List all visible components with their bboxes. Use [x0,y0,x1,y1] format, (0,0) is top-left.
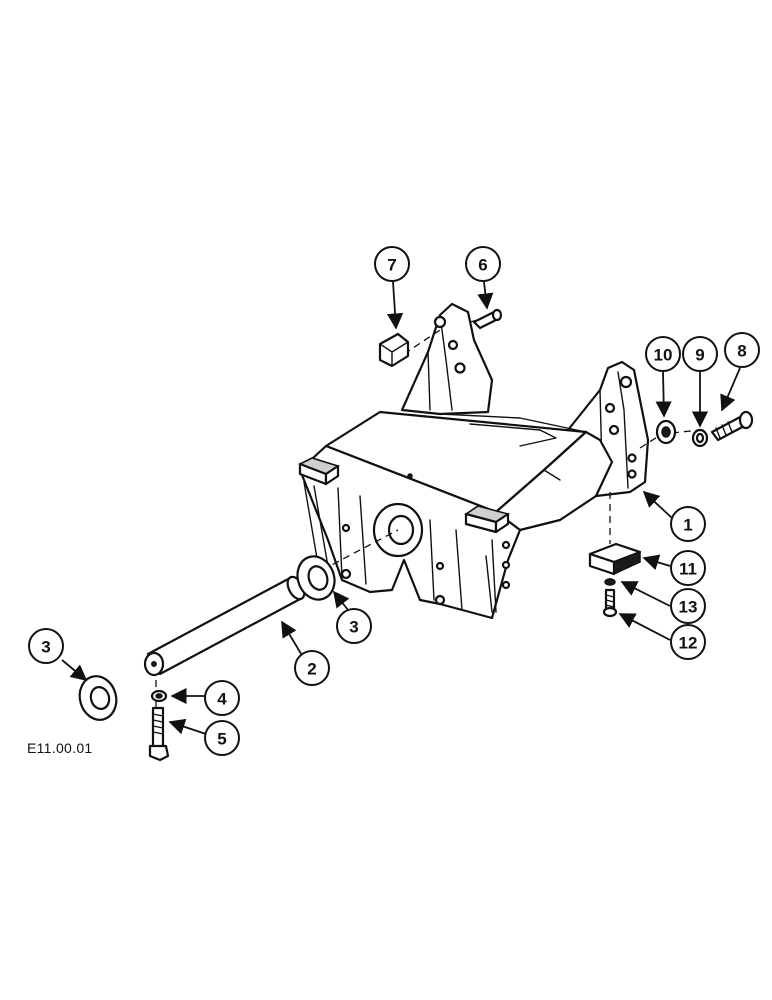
callout-8: 8 [724,332,760,368]
pin-6 [472,308,503,330]
bolt-7 [378,332,410,368]
svg-text:11: 11 [679,560,697,579]
callout-2: 2 [294,650,330,686]
bolt-8 [710,410,754,442]
pivot-pin-2 [143,575,306,677]
svg-text:12: 12 [679,634,698,653]
callout-11: 11 [670,550,706,586]
callout-10: 10 [645,336,681,372]
svg-text:3: 3 [349,618,358,637]
figure-code: E11.00.01 [27,740,93,756]
screw-12 [602,588,618,618]
leader-arrows [61,281,741,735]
svg-text:9: 9 [695,346,704,365]
callout-3-left: 3 [28,628,64,664]
svg-text:1: 1 [683,516,692,535]
nut-9 [691,428,709,448]
block-11 [588,542,642,576]
svg-text:13: 13 [679,598,698,617]
callout-1: 1 [670,506,706,542]
svg-text:7: 7 [387,256,396,275]
callout-7: 7 [374,246,410,282]
svg-text:4: 4 [217,690,227,709]
callout-6: 6 [465,246,501,282]
callout-4: 4 [204,680,240,716]
washer-13 [604,578,616,586]
svg-text:5: 5 [217,730,226,749]
callout-5: 5 [204,720,240,756]
front-support-frame [298,302,650,620]
svg-text:3: 3 [41,638,50,657]
svg-text:10: 10 [654,346,673,365]
washer-3-front [296,555,336,601]
washer-3-loose [78,675,118,721]
callout-12: 12 [670,624,706,660]
callout-13: 13 [670,588,706,624]
svg-text:2: 2 [307,660,316,679]
callout-3-center: 3 [336,608,372,644]
screw-5 [148,706,170,762]
washer-10 [655,419,677,445]
callout-9: 9 [682,336,718,372]
washer-4 [150,689,168,703]
svg-text:8: 8 [737,342,746,361]
svg-text:6: 6 [478,256,487,275]
